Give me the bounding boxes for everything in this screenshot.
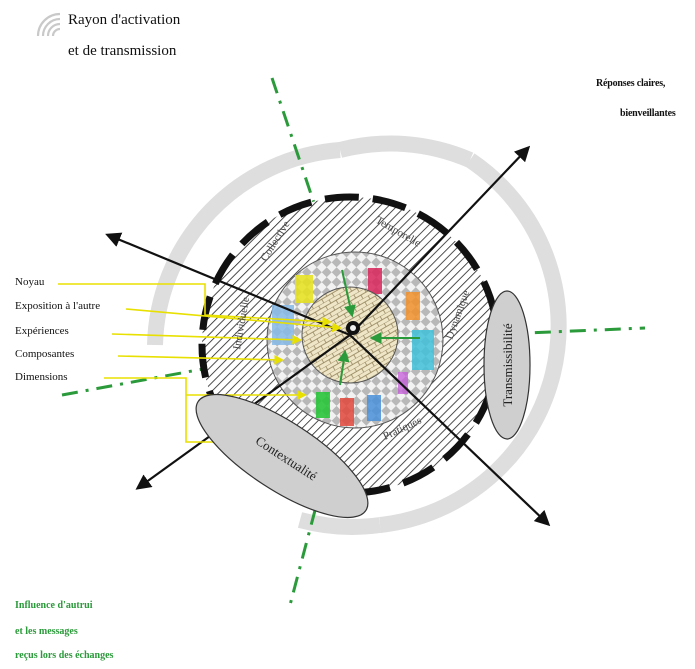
title-line-2: et de transmission: [68, 43, 177, 59]
wifi-icon: [36, 12, 61, 37]
element-blocks: [272, 268, 434, 426]
label-experiences: Expériences: [15, 325, 69, 337]
influence-line-3: reçus lors des échanges: [15, 650, 114, 661]
influence-line-2: et les messages: [15, 626, 78, 637]
influence-line-1: Influence d'autrui: [15, 600, 93, 611]
transmissibility-ellipse: Transmissibilité: [483, 290, 531, 440]
contextuality-ellipse: Contextualité: [195, 393, 369, 519]
transmissibility-label: Transmissibilité: [500, 323, 515, 407]
green-arrows: [337, 269, 420, 386]
top-right-line-1: Réponses claires,: [596, 78, 666, 89]
label-noyau: Noyau: [15, 276, 45, 288]
top-right-line-2: bienveillantes: [620, 108, 676, 119]
label-exposition: Exposition à l'autre: [15, 300, 101, 312]
label-dimensions: Dimensions: [15, 371, 68, 383]
title-line-1: Rayon d'activation: [68, 12, 181, 28]
label-composantes: Composantes: [15, 348, 75, 360]
